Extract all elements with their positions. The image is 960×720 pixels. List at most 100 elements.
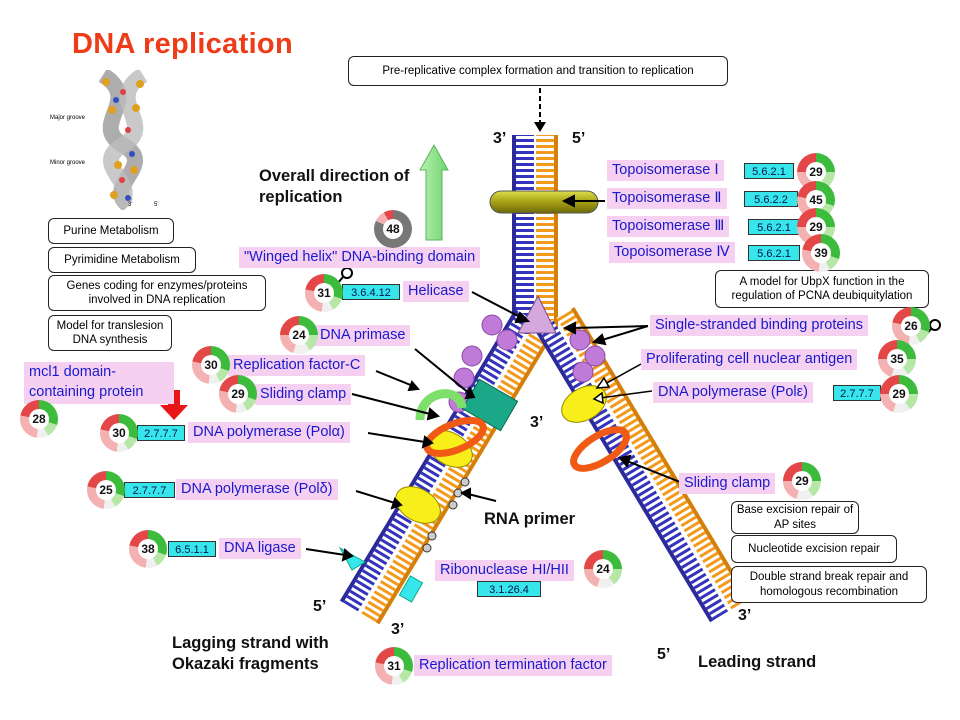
count-pold[interactable]: 25 bbox=[87, 471, 125, 509]
ner-box[interactable]: Nucleotide excision repair bbox=[731, 535, 897, 563]
sliding-clamp-left-label[interactable]: Sliding clamp bbox=[255, 384, 352, 405]
helix-3-end: 3' bbox=[128, 202, 133, 208]
count-topo1[interactable]: 29 bbox=[797, 153, 835, 191]
ec-pold[interactable]: 2.7.7.7 bbox=[124, 482, 175, 498]
okazaki-fragment bbox=[398, 575, 424, 603]
count-rnase-value: 24 bbox=[596, 562, 610, 576]
topo4-label[interactable]: Topoisomerase Ⅳ bbox=[609, 242, 735, 263]
count-topo4-value: 39 bbox=[814, 246, 828, 260]
count-pola-value: 30 bbox=[112, 426, 126, 440]
overall-direction-label: Overall direction of replication bbox=[259, 167, 410, 206]
leading-strand-label: Leading strand bbox=[698, 653, 817, 671]
count-topo4[interactable]: 39 bbox=[802, 234, 840, 272]
direction-arrow bbox=[419, 143, 449, 241]
polymerases bbox=[395, 385, 607, 524]
top-5-prime: 5’ bbox=[572, 130, 586, 147]
ber-box[interactable]: Base excision repair of AP sites bbox=[731, 501, 859, 534]
count-sliding-right-value: 29 bbox=[795, 474, 809, 488]
count-rtf[interactable]: 31 bbox=[375, 647, 413, 685]
rnase-label[interactable]: Ribonuclease HI/HII bbox=[435, 560, 574, 581]
lagging-3-prime: 3’ bbox=[391, 621, 405, 638]
ec-rnase[interactable]: 3.1.26.4 bbox=[477, 581, 541, 597]
ligase-label[interactable]: DNA ligase bbox=[219, 538, 301, 559]
white-arrows bbox=[592, 363, 653, 405]
pola-label[interactable]: DNA polymerase (Polα) bbox=[188, 422, 350, 443]
pole-label[interactable]: DNA polymerase (Polε) bbox=[653, 382, 813, 403]
count-pold-value: 25 bbox=[99, 483, 113, 497]
rfc-label[interactable]: Replication factor-C bbox=[228, 355, 366, 376]
count-topo3-value: 29 bbox=[809, 220, 823, 234]
purine-box[interactable]: Purine Metabolism bbox=[48, 218, 174, 244]
ec-topo3[interactable]: 5.6.2.1 bbox=[748, 219, 800, 235]
lagging-strand-label: Lagging strand with Okazaki fragments bbox=[172, 634, 329, 673]
winged-helix-label[interactable]: "Winged helix" DNA-binding domain bbox=[239, 247, 481, 268]
lagging-5-prime: 5’ bbox=[313, 598, 327, 615]
leading-5-prime: 5’ bbox=[657, 646, 671, 663]
count-sliding-left[interactable]: 29 bbox=[219, 375, 257, 413]
count-helicase-value: 31 bbox=[317, 286, 331, 300]
count-ssb-value: 26 bbox=[904, 319, 918, 333]
topo1-label[interactable]: Topoisomerase Ⅰ bbox=[607, 160, 724, 181]
ec-helicase[interactable]: 3.6.4.12 bbox=[342, 284, 400, 300]
ec-ligase[interactable]: 6.5.1.1 bbox=[168, 541, 216, 557]
helicase-triangle bbox=[517, 294, 557, 334]
count-pola[interactable]: 30 bbox=[100, 414, 138, 452]
count-sliding-left-value: 29 bbox=[231, 387, 245, 401]
pyrimidine-box[interactable]: Pyrimidine Metabolism bbox=[48, 247, 196, 273]
count-mcl1-value: 28 bbox=[32, 412, 46, 426]
ec-pole[interactable]: 2.7.7.7 bbox=[833, 385, 881, 401]
count-ligase[interactable]: 38 bbox=[129, 530, 167, 568]
count-primase-value: 24 bbox=[292, 328, 306, 342]
count-rnase[interactable]: 24 bbox=[584, 550, 622, 588]
dsb-box[interactable]: Double strand break repair and homologou… bbox=[731, 566, 927, 603]
count-ssb[interactable]: 26 bbox=[892, 307, 930, 345]
rtf-label[interactable]: Replication termination factor bbox=[414, 655, 612, 676]
count-primase[interactable]: 24 bbox=[280, 316, 318, 354]
count-sliding-right[interactable]: 29 bbox=[783, 462, 821, 500]
pcna-label[interactable]: Proliferating cell nuclear antigen bbox=[641, 349, 858, 370]
genes-box[interactable]: Genes coding for enzymes/proteins involv… bbox=[48, 275, 266, 311]
ec-topo1[interactable]: 5.6.2.1 bbox=[744, 163, 794, 179]
count-mcl1[interactable]: 28 bbox=[20, 400, 58, 438]
top-3-prime: 3’ bbox=[493, 130, 507, 147]
count-rfc-value: 30 bbox=[204, 358, 218, 372]
rna-primer-dots bbox=[422, 477, 470, 553]
dna-helix-image: Major groove Minor groove 3' 5' bbox=[48, 70, 198, 210]
pold-label[interactable]: DNA polymerase (Polδ) bbox=[176, 479, 338, 500]
ssb-label[interactable]: Single-stranded binding proteins bbox=[650, 315, 868, 336]
ubpx-box[interactable]: A model for UbpX function in the regulat… bbox=[715, 270, 929, 308]
translesion-box[interactable]: Model for translesion DNA synthesis bbox=[48, 315, 172, 351]
pointer-arrows bbox=[305, 194, 681, 562]
ec-pola[interactable]: 2.7.7.7 bbox=[137, 425, 185, 441]
ec-topo2[interactable]: 5.6.2.2 bbox=[744, 191, 798, 207]
major-groove-label: Major groove bbox=[50, 115, 86, 121]
dna-helix-graphic bbox=[98, 70, 148, 210]
count-pcna-value: 35 bbox=[890, 352, 904, 366]
mid-3-prime: 3’ bbox=[530, 414, 544, 431]
count-ligase-value: 38 bbox=[141, 542, 155, 556]
red-arrow bbox=[160, 390, 188, 420]
count-topo3[interactable]: 29 bbox=[797, 208, 835, 246]
parental-duplex bbox=[512, 135, 558, 335]
helix-5-end: 5' bbox=[154, 202, 159, 208]
count-overall-value: 48 bbox=[386, 222, 400, 236]
count-pcna[interactable]: 35 bbox=[878, 340, 916, 378]
count-overall[interactable]: 48 bbox=[374, 210, 412, 248]
mcl1-label[interactable]: mcl1 domain-containing protein bbox=[24, 362, 174, 404]
count-pole-value: 29 bbox=[892, 387, 906, 401]
helicase-label[interactable]: Helicase bbox=[403, 281, 469, 302]
sliding-clamp-right-label[interactable]: Sliding clamp bbox=[679, 473, 776, 494]
count-topo2-value: 45 bbox=[809, 193, 823, 207]
primase-label[interactable]: DNA primase bbox=[315, 325, 411, 346]
ec-topo4[interactable]: 5.6.2.1 bbox=[748, 245, 800, 261]
topo3-label[interactable]: Topoisomerase Ⅲ bbox=[607, 216, 730, 237]
count-rtf-value: 31 bbox=[387, 659, 401, 673]
count-pole[interactable]: 29 bbox=[880, 375, 918, 413]
leading-3-prime: 3’ bbox=[738, 607, 752, 624]
count-rfc[interactable]: 30 bbox=[192, 346, 230, 384]
prereplicative-box[interactable]: Pre-replicative complex formation and tr… bbox=[348, 56, 728, 86]
topo2-label[interactable]: Topoisomerase Ⅱ bbox=[607, 188, 727, 209]
rna-primer-label: RNA primer bbox=[484, 510, 576, 528]
count-topo2[interactable]: 45 bbox=[797, 181, 835, 219]
count-helicase[interactable]: 31 bbox=[305, 274, 343, 312]
